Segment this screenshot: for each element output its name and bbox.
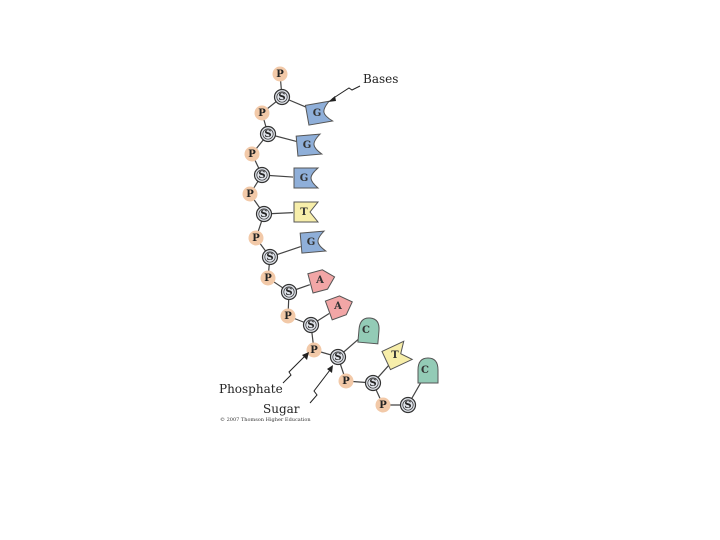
- sugar-node: S: [366, 376, 381, 391]
- svg-text:P: P: [258, 108, 266, 119]
- phosphate-node: P: [245, 147, 260, 162]
- base-G: G: [296, 134, 322, 156]
- phosphate-node: P: [249, 231, 264, 246]
- base-T: T: [294, 202, 318, 222]
- base-C: C: [418, 358, 438, 383]
- svg-text:P: P: [248, 149, 256, 160]
- sugar-node: S: [275, 90, 290, 105]
- svg-text:P: P: [310, 345, 318, 356]
- base-letter: T: [391, 350, 399, 361]
- base-letter: A: [315, 275, 324, 286]
- sugar-node: S: [282, 285, 297, 300]
- phosphate-node: P: [281, 309, 296, 324]
- svg-text:P: P: [252, 233, 260, 244]
- base-T: T: [382, 341, 412, 369]
- phosphate-node: P: [273, 67, 288, 82]
- phosphate-arrow: [283, 356, 305, 383]
- svg-text:P: P: [264, 273, 272, 284]
- svg-text:P: P: [284, 311, 292, 322]
- svg-text:S: S: [260, 209, 267, 220]
- base-letter: G: [300, 173, 309, 184]
- sugar-arrowhead: [327, 365, 333, 373]
- sugar-node: S: [401, 398, 416, 413]
- sugar-node: S: [255, 168, 270, 183]
- svg-text:S: S: [307, 320, 314, 331]
- svg-text:S: S: [285, 287, 292, 298]
- phosphate-arrowhead: [302, 352, 309, 360]
- base-letter: C: [421, 365, 429, 376]
- base-letter: T: [300, 207, 308, 218]
- base-letter: A: [333, 301, 342, 312]
- sugar-node: S: [261, 127, 276, 142]
- svg-text:P: P: [342, 376, 350, 387]
- bases-arrow: [332, 86, 360, 99]
- svg-text:S: S: [258, 170, 265, 181]
- phosphate-label: Phosphate: [219, 382, 283, 396]
- phosphate-node: P: [339, 374, 354, 389]
- bases-group: G G G T G A A C T C: [294, 101, 438, 383]
- bases-arrowhead: [328, 96, 336, 102]
- svg-text:S: S: [266, 252, 273, 263]
- svg-text:S: S: [334, 352, 341, 363]
- svg-text:P: P: [379, 400, 387, 411]
- phosphate-node: P: [307, 343, 322, 358]
- base-letter: G: [307, 237, 316, 248]
- sugar-node: S: [331, 350, 346, 365]
- base-letter: G: [303, 140, 312, 151]
- phosphate-node: P: [261, 271, 276, 286]
- svg-text:S: S: [278, 92, 285, 103]
- sugar-arrow: [310, 370, 330, 403]
- base-letter: C: [362, 325, 370, 336]
- phosphate-node: P: [376, 398, 391, 413]
- svg-text:S: S: [264, 129, 271, 140]
- base-letter: G: [313, 108, 322, 119]
- svg-text:P: P: [246, 189, 254, 200]
- base-C: C: [358, 317, 380, 344]
- base-G: G: [300, 231, 326, 253]
- svg-text:S: S: [369, 378, 376, 389]
- phosphate-node: P: [255, 106, 270, 121]
- svg-text:S: S: [404, 400, 411, 411]
- base-A: A: [325, 292, 355, 319]
- phosphate-node: P: [243, 187, 258, 202]
- base-A: A: [308, 267, 337, 293]
- base-G: G: [294, 168, 318, 188]
- sugar-label: Sugar: [263, 402, 300, 416]
- sugar-node: S: [304, 318, 319, 333]
- copyright-credit: © 2007 Thomson Higher Education: [220, 416, 311, 423]
- base-G: G: [305, 101, 332, 125]
- bases-label: Bases: [363, 72, 398, 86]
- svg-text:P: P: [276, 69, 284, 80]
- sugar-node: S: [257, 207, 272, 222]
- sugar-node: S: [263, 250, 278, 265]
